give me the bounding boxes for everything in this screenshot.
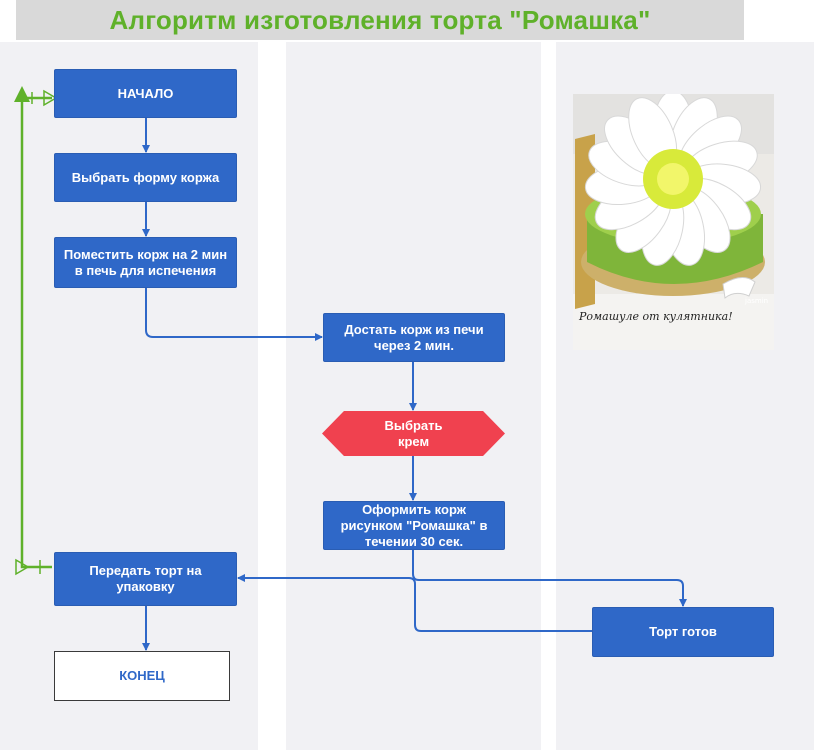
put-in-oven-node-label: Поместить корж на 2 мин в печь для испеч… bbox=[63, 246, 228, 278]
page-title: Алгоритм изготовления торта "Ромашка" bbox=[109, 4, 651, 35]
cake-illustration: Ромашуле от кулятника! jasmin bbox=[573, 94, 774, 350]
hand-over-node[interactable]: Передать торт на упаковку bbox=[54, 552, 237, 606]
decorate-node[interactable]: Оформить корж рисунком "Ромашка" в течен… bbox=[323, 501, 505, 550]
start-node-label: НАЧАЛО bbox=[117, 85, 174, 101]
cake-photo: Ромашуле от кулятника! jasmin bbox=[573, 94, 774, 350]
choose-cream-decision-label: Выбрать крем bbox=[384, 417, 443, 449]
take-out-node[interactable]: Достать корж из печи через 2 мин. bbox=[323, 313, 505, 362]
hand-over-node-label: Передать торт на упаковку bbox=[89, 563, 202, 594]
decorate-node-label: Оформить корж рисунком "Ромашка" в течен… bbox=[340, 501, 488, 549]
end-node[interactable]: КОНЕЦ bbox=[54, 651, 230, 701]
title-bar: Алгоритм изготовления торта "Ромашка" bbox=[16, 0, 744, 40]
cake-ready-node[interactable]: Торт готов bbox=[592, 607, 774, 657]
connector-oven-to-takeout bbox=[145, 288, 323, 341]
loop-back-connector bbox=[14, 86, 58, 576]
start-node[interactable]: НАЧАЛО bbox=[54, 69, 237, 118]
choose-cream-decision[interactable]: Выбрать крем bbox=[322, 411, 505, 456]
cake-photo-caption: Ромашуле от кулятника! bbox=[578, 310, 733, 323]
choose-form-node-label: Выбрать форму коржа bbox=[71, 169, 220, 185]
connector-ready-to-handover bbox=[237, 574, 592, 632]
connector-decorate-to-ready bbox=[412, 550, 687, 607]
end-node-label: КОНЕЦ bbox=[119, 668, 165, 683]
cake-ready-node-label: Торт готов bbox=[649, 624, 717, 639]
choose-form-node[interactable]: Выбрать форму коржа bbox=[54, 153, 237, 202]
take-out-node-label: Достать корж из печи через 2 мин. bbox=[344, 321, 484, 353]
put-in-oven-node[interactable]: Поместить корж на 2 мин в печь для испеч… bbox=[54, 237, 237, 288]
cake-photo-watermark: jasmin bbox=[744, 297, 768, 305]
